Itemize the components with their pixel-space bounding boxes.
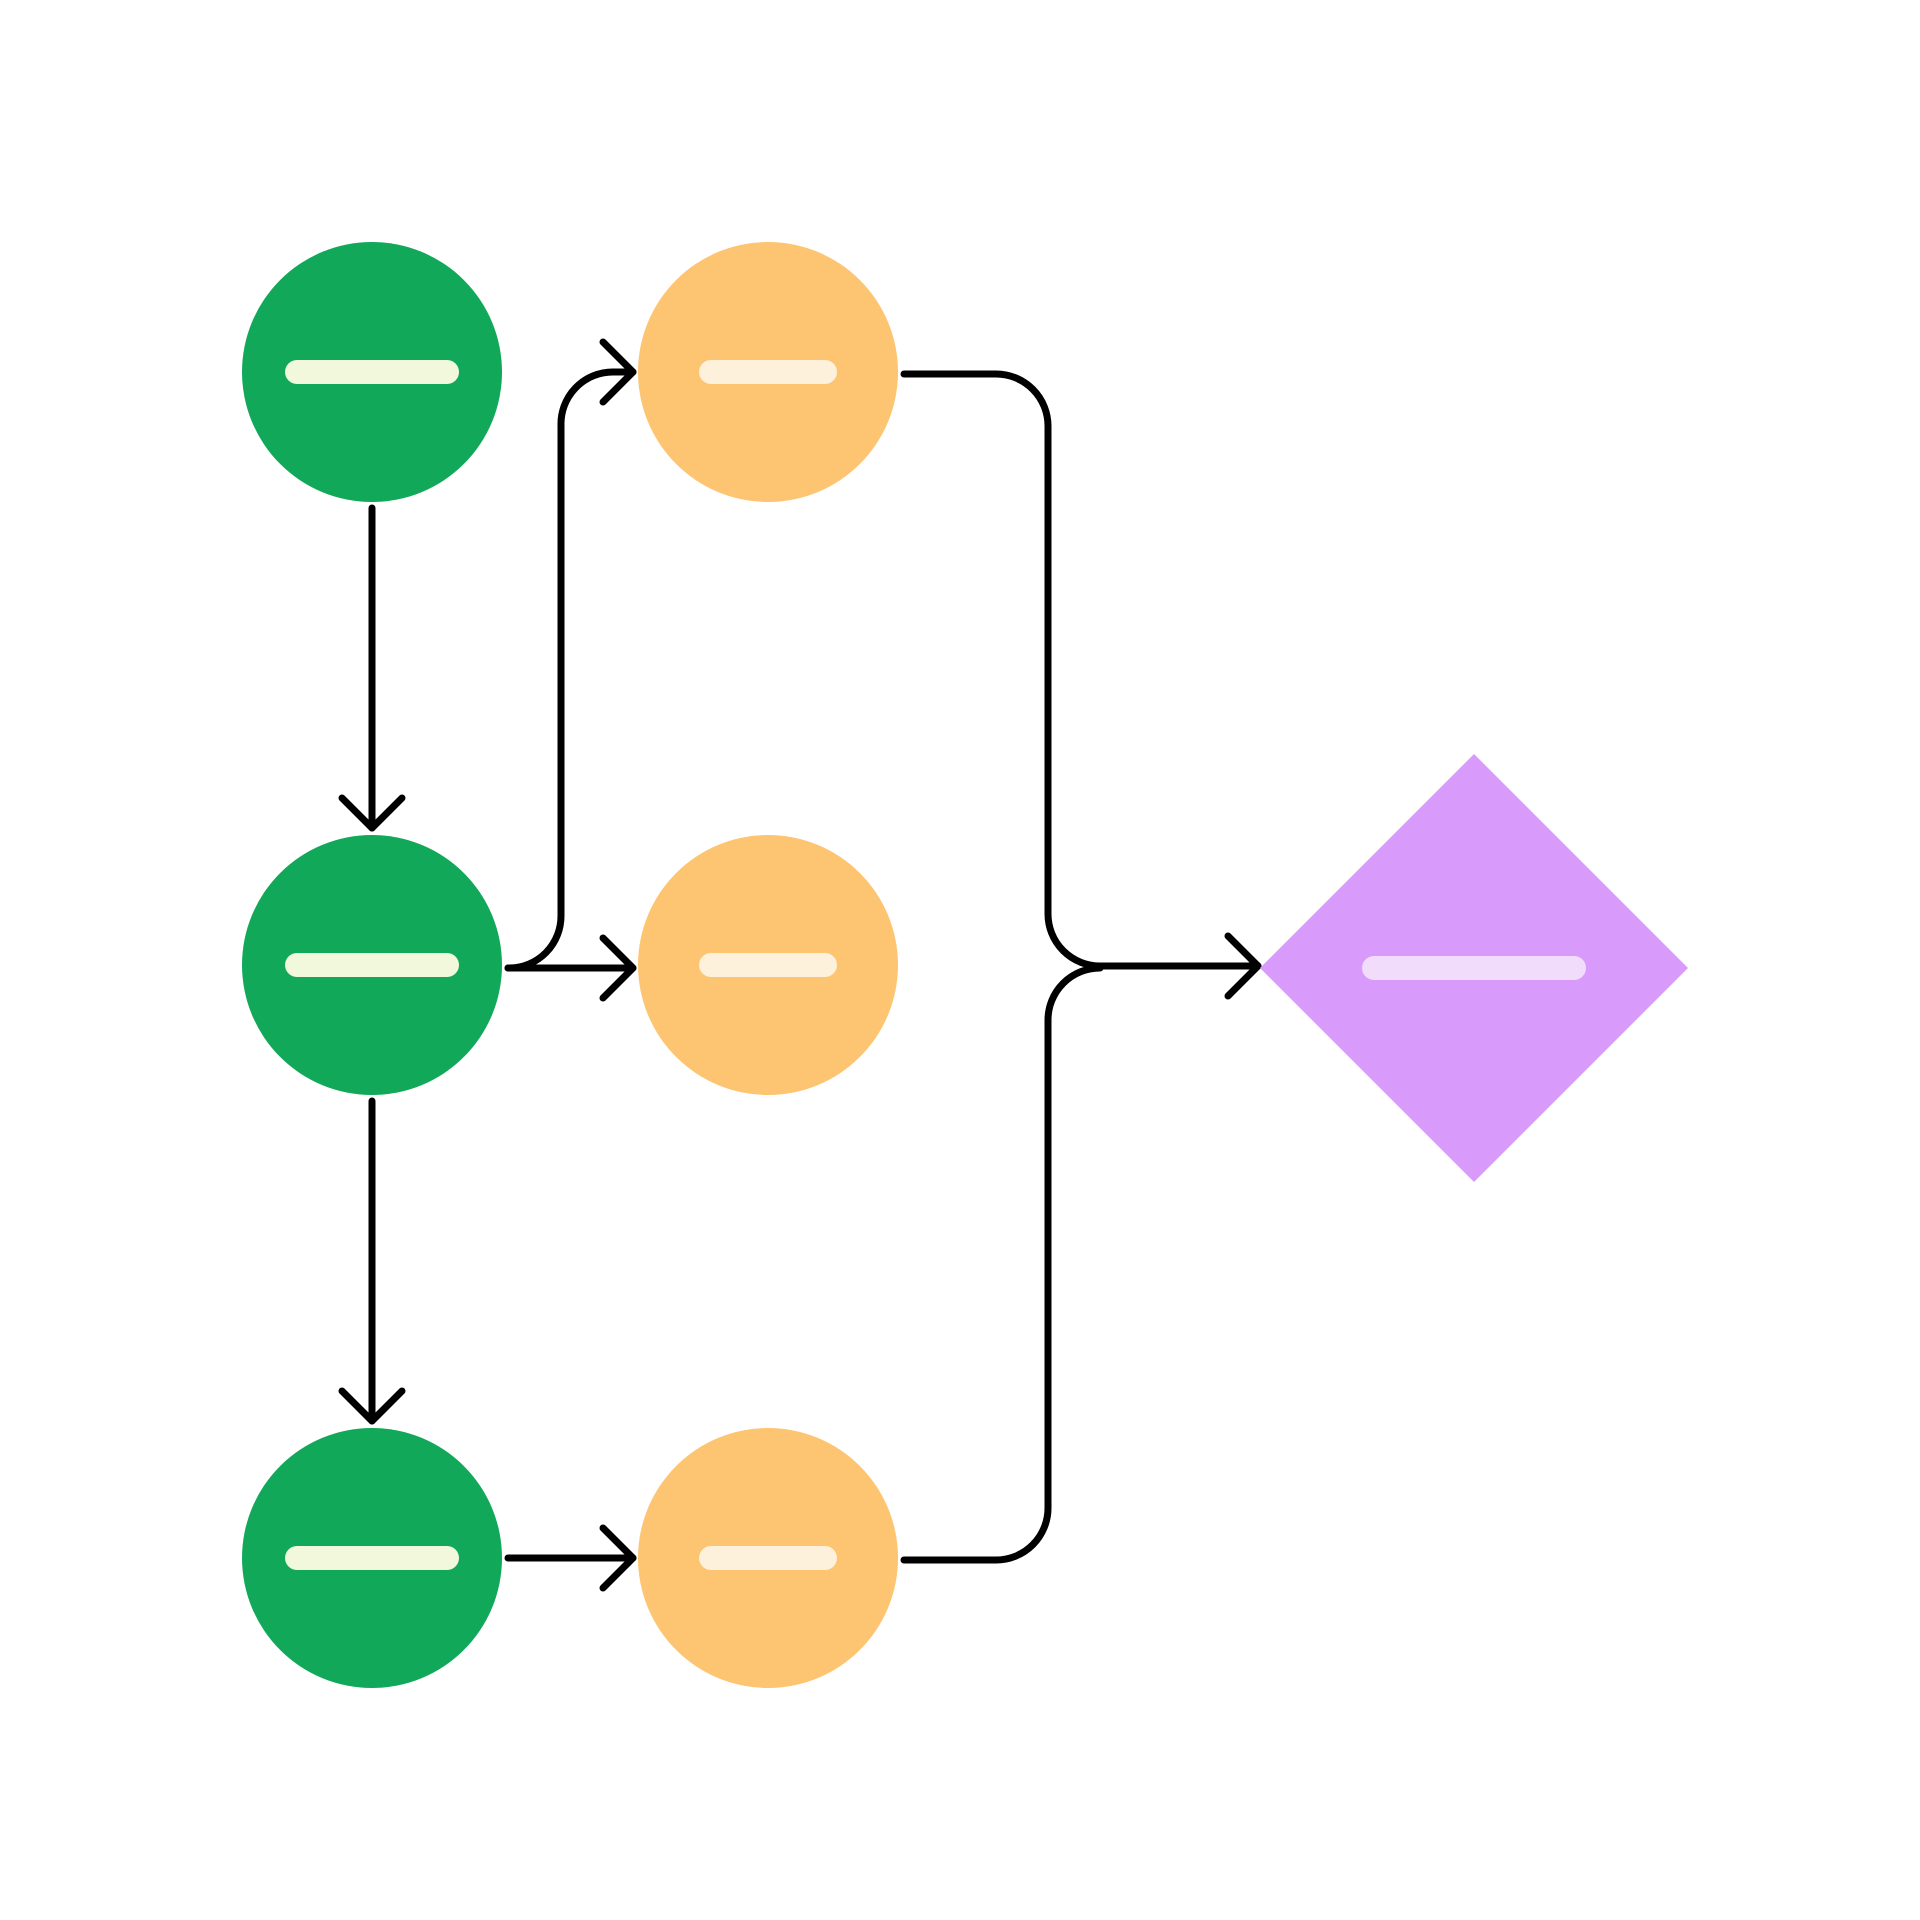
arrowhead-g2-o2 (599, 934, 637, 1002)
node-g1[interactable] (242, 242, 502, 502)
nodes-layer (242, 242, 1688, 1688)
arrowhead-g1-g2 (338, 794, 406, 832)
edge-line-g2-o1 (504, 368, 637, 972)
node-o1[interactable] (638, 242, 898, 502)
edge-line-o1-p1 (900, 370, 1262, 970)
node-g2[interactable] (242, 835, 502, 1095)
edge-o3-p1[interactable] (900, 964, 1104, 1564)
edge-line-o3-p1 (900, 964, 1104, 1564)
node-o3[interactable] (638, 1428, 898, 1688)
edge-g2-g3[interactable] (338, 1097, 406, 1425)
edge-g1-g2[interactable] (338, 504, 406, 832)
node-p1[interactable] (1260, 754, 1688, 1182)
node-g3[interactable] (242, 1428, 502, 1688)
node-o2[interactable] (638, 835, 898, 1095)
arrowhead-g2-g3 (338, 1387, 406, 1425)
edges-layer (338, 338, 1262, 1592)
edge-o1-p1[interactable] (900, 370, 1262, 1000)
edge-g3-o3[interactable] (504, 1524, 637, 1592)
arrowhead-g3-o3 (599, 1524, 637, 1592)
edge-g2-o1[interactable] (504, 338, 637, 972)
arrowhead-g2-o1 (599, 338, 637, 406)
edge-g2-o2[interactable] (504, 934, 637, 1002)
arrowhead-o1-p1 (1224, 932, 1262, 1000)
